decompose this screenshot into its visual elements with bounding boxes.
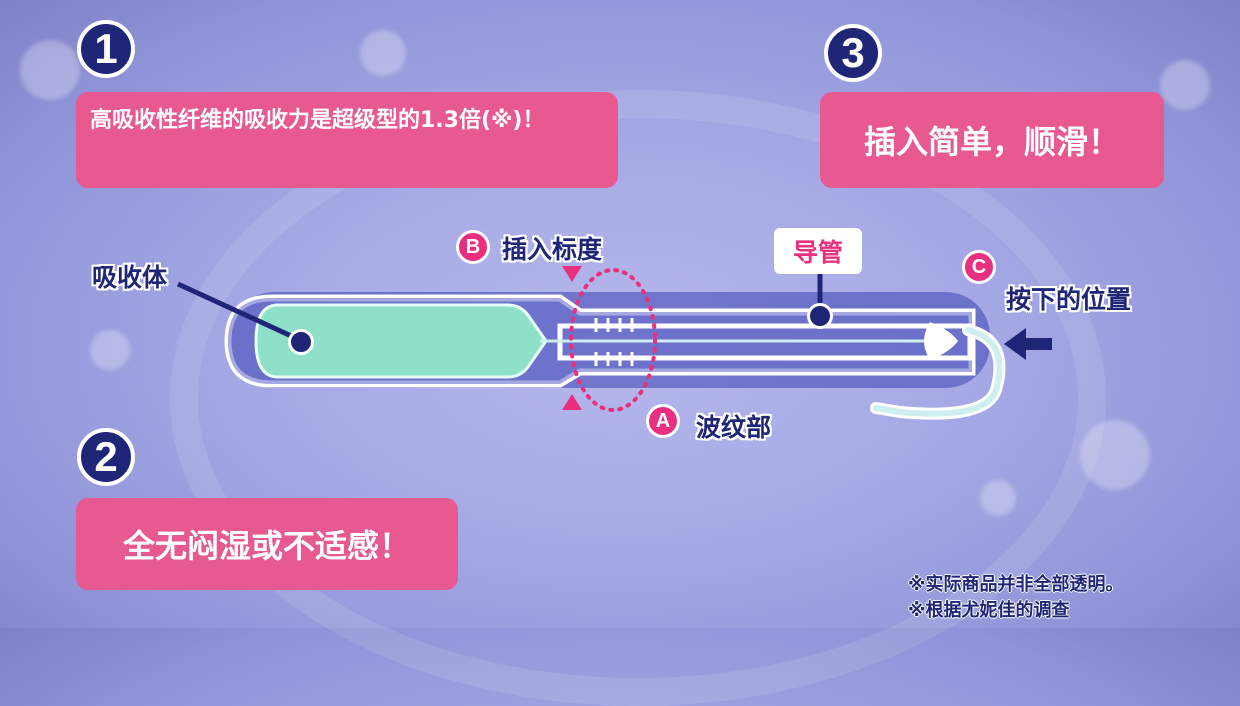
sparkle xyxy=(980,480,1016,516)
point-2-box: 全无闷湿或不适感！ xyxy=(76,498,458,590)
sparkle xyxy=(20,40,80,100)
point-3-number: 3 xyxy=(824,24,882,82)
note-transparency: ※实际商品并非全部透明。 xyxy=(908,574,1124,595)
ridge-label: 波纹部 xyxy=(696,413,772,442)
note-survey: ※根据尤妮佳的调查 xyxy=(908,600,1070,621)
plunger-grip xyxy=(924,322,958,360)
sparkle xyxy=(360,30,406,76)
point-3-box: 插入简单，顺滑！ xyxy=(820,92,1164,188)
point-2-number: 2 xyxy=(77,428,135,486)
string-loop xyxy=(873,327,1003,417)
tube-label-text: 导管 xyxy=(792,238,843,267)
tampon-illustration xyxy=(176,266,1052,417)
triangle-up-icon xyxy=(562,394,582,410)
point-3-text: 插入简单，顺滑！ xyxy=(863,123,1120,161)
absorber xyxy=(254,303,548,379)
point-2-text: 全无闷湿或不适感！ xyxy=(122,527,411,565)
triangle-down-icon xyxy=(562,266,582,282)
tube-pointer-dot xyxy=(807,303,833,329)
badge-c: C xyxy=(962,250,996,284)
point-1-number: 1 xyxy=(77,20,135,78)
point-1-text: 高吸收性纤维的吸收力是超级型的1.3倍(※)！ xyxy=(90,108,545,133)
press-position-label: 按下的位置 xyxy=(1006,285,1132,314)
insertion-mark-ellipse xyxy=(569,268,657,412)
badge-a: A xyxy=(646,404,680,438)
sparkle xyxy=(1160,60,1210,110)
sparkle xyxy=(1080,420,1150,490)
ridges xyxy=(594,318,634,366)
arrow-left-icon xyxy=(1004,328,1052,360)
sparkle xyxy=(90,330,130,370)
tube-label: 导管 xyxy=(774,228,862,274)
point-1-box: 高吸收性纤维的吸收力是超级型的1.3倍(※)！ xyxy=(76,92,618,188)
insertion-mark-label: 插入标度 xyxy=(502,235,603,264)
badge-b: B xyxy=(456,230,490,264)
absorber-pointer-dot xyxy=(288,329,314,355)
absorber-label: 吸收体 xyxy=(92,263,168,292)
absorber-leader xyxy=(176,281,302,343)
